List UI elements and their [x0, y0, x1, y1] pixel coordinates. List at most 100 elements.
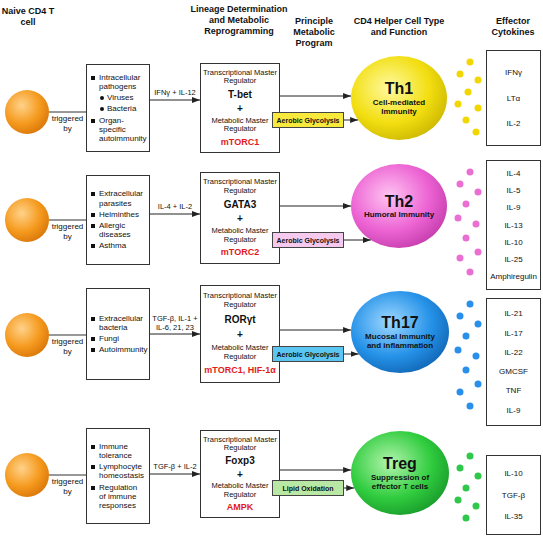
cytokine-box: IFNγLTαIL-2	[486, 50, 541, 146]
bullet-text: Autoimmunity	[90, 345, 146, 354]
regulator-text: Transcriptional Master Regulator	[203, 178, 277, 195]
edge-label: IL-4 + IL-2	[150, 203, 200, 212]
cytokine-dot	[473, 221, 480, 228]
cell-shape	[351, 56, 447, 140]
cytokine-dot	[463, 333, 470, 340]
cell-text: Cell-mediated Immunity	[363, 98, 435, 116]
bullet-text: Helminthes	[90, 210, 146, 219]
cytokine-dot	[467, 59, 474, 66]
bullet-text: Asthma	[90, 241, 146, 250]
bullet-text: Lymphocyte homeostasis	[90, 462, 146, 480]
column-header: Naive CD4 T cell	[0, 6, 56, 28]
cytokine-dot	[475, 473, 482, 480]
trigger-label: triggered by	[49, 477, 86, 496]
cell-type: TregSuppression of effector T cells	[350, 430, 450, 516]
cytokine-dot	[457, 255, 464, 262]
cell-text: Th1	[385, 80, 413, 98]
trigger-box: Extracellular parasitesHelminthesAllergi…	[86, 175, 150, 265]
column-header: CD4 Helper Cell Type and Function	[345, 16, 453, 38]
connector-line	[49, 220, 86, 221]
naive-cell	[5, 198, 49, 242]
cytokine-dot	[465, 89, 472, 96]
regulator-text: RORγt	[224, 314, 255, 325]
cell-text: Suppression of effector T cells	[364, 473, 436, 491]
cytokine-dot	[455, 497, 462, 504]
column-header: Principle Metabolic Program	[280, 16, 348, 48]
regulator-text: +	[237, 329, 243, 340]
cytokine-dot	[463, 201, 470, 208]
arrow-connector	[344, 488, 354, 489]
cytokine-dots	[455, 59, 482, 136]
arrow-connector	[150, 474, 200, 475]
cell-shape	[351, 164, 447, 248]
cytokine-text: IL-4	[507, 169, 521, 178]
regulator-text: Metabolic Master Regulator	[203, 344, 277, 361]
regulator-text: Transcriptional Master Regulator	[203, 69, 277, 86]
cytokine-text: IL-25	[504, 255, 522, 264]
trigger-box: Immune toleranceLymphocyte homeostasisRe…	[86, 428, 150, 524]
cytokine-dot	[463, 235, 470, 242]
cytokine-dot	[473, 129, 480, 136]
regulator-box: Transcriptional Master RegulatorT-bet+Me…	[200, 63, 280, 153]
regulator-text: mTORC2	[221, 247, 259, 257]
cytokine-dot	[457, 71, 464, 78]
edge-label: TGF-β + IL-2	[150, 463, 200, 472]
regulator-text: Transcriptional Master Regulator	[203, 436, 277, 453]
cytokine-dot	[475, 381, 482, 388]
cytokine-dot	[455, 347, 462, 354]
arrow-connector	[150, 214, 200, 215]
arrow-connector	[280, 470, 351, 471]
regulator-text: Metabolic Master Regulator	[203, 482, 277, 499]
band-text: Lipid Oxidation	[283, 485, 334, 492]
regulator-text: +	[237, 213, 243, 224]
trigger-label: triggered by	[49, 337, 86, 356]
cytokine-text: IL-10	[504, 238, 522, 247]
column-header: Effector Cytokines	[484, 16, 542, 38]
bullet-text: Extracellular parasites	[90, 189, 146, 207]
cytokine-text: IL-5	[507, 186, 521, 195]
band-text: Aerobic Glycolysis	[276, 117, 339, 124]
cell-text: Treg	[383, 455, 417, 473]
cell-text: Humoral Immunity	[364, 210, 434, 219]
cytokine-dots	[455, 169, 482, 276]
cytokine-dot	[455, 215, 462, 222]
trigger-box: Extracellular bacteriaFungiAutoimmunity	[86, 288, 150, 380]
regulator-text: +	[237, 469, 243, 480]
metabolic-band: Lipid Oxidation	[272, 480, 344, 496]
cytokine-dot	[463, 117, 470, 124]
regulator-text: GATA3	[224, 199, 256, 210]
regulator-text: mTORC1	[221, 137, 259, 147]
cytokine-text: IFNγ	[505, 68, 522, 77]
cytokine-text: IL-10	[504, 469, 522, 478]
cytokine-dot	[473, 353, 480, 360]
arrow-connector	[344, 240, 371, 241]
metabolic-band: Aerobic Glycolysis	[272, 112, 344, 128]
regulator-box: Transcriptional Master RegulatorGATA3+Me…	[200, 172, 280, 264]
cell-type: Th17Mucosal Immunity and inflammation	[350, 290, 450, 374]
naive-cell	[5, 90, 49, 134]
edge-label: TGF-β, IL-1 + IL-6, 21, 23	[150, 315, 200, 332]
regulator-text: mTORC1, HIF-1α	[204, 365, 275, 375]
cytokine-dot	[457, 313, 464, 320]
cytokine-dot	[475, 189, 482, 196]
regulator-text: AMPK	[227, 502, 254, 512]
arrow-connector	[280, 330, 351, 331]
naive-cell	[5, 453, 49, 497]
cytokine-dot	[455, 101, 462, 108]
connector-line	[49, 475, 86, 476]
regulator-text: Metabolic Master Regulator	[203, 117, 277, 134]
cytokine-box: IL-10TGF-βIL-35	[486, 455, 541, 535]
cytokine-dot	[457, 465, 464, 472]
regulator-text: Foxp3	[225, 455, 254, 466]
cytokine-box: IL-21IL-17IL-22GMCSFTNFIL-9	[486, 298, 541, 426]
arrow-connector	[150, 100, 200, 101]
regulator-box: Transcriptional Master RegulatorRORγt+Me…	[200, 285, 280, 383]
cytokine-dots	[455, 301, 482, 410]
bullet-text: Viruses	[90, 93, 146, 102]
bullet-text: Regulation of immune responses	[90, 483, 146, 511]
metabolic-band: Aerobic Glycolysis	[272, 346, 344, 362]
trigger-lines	[49, 112, 86, 475]
cytokine-text: IL-13	[504, 221, 522, 230]
arrow-connector	[280, 206, 351, 207]
